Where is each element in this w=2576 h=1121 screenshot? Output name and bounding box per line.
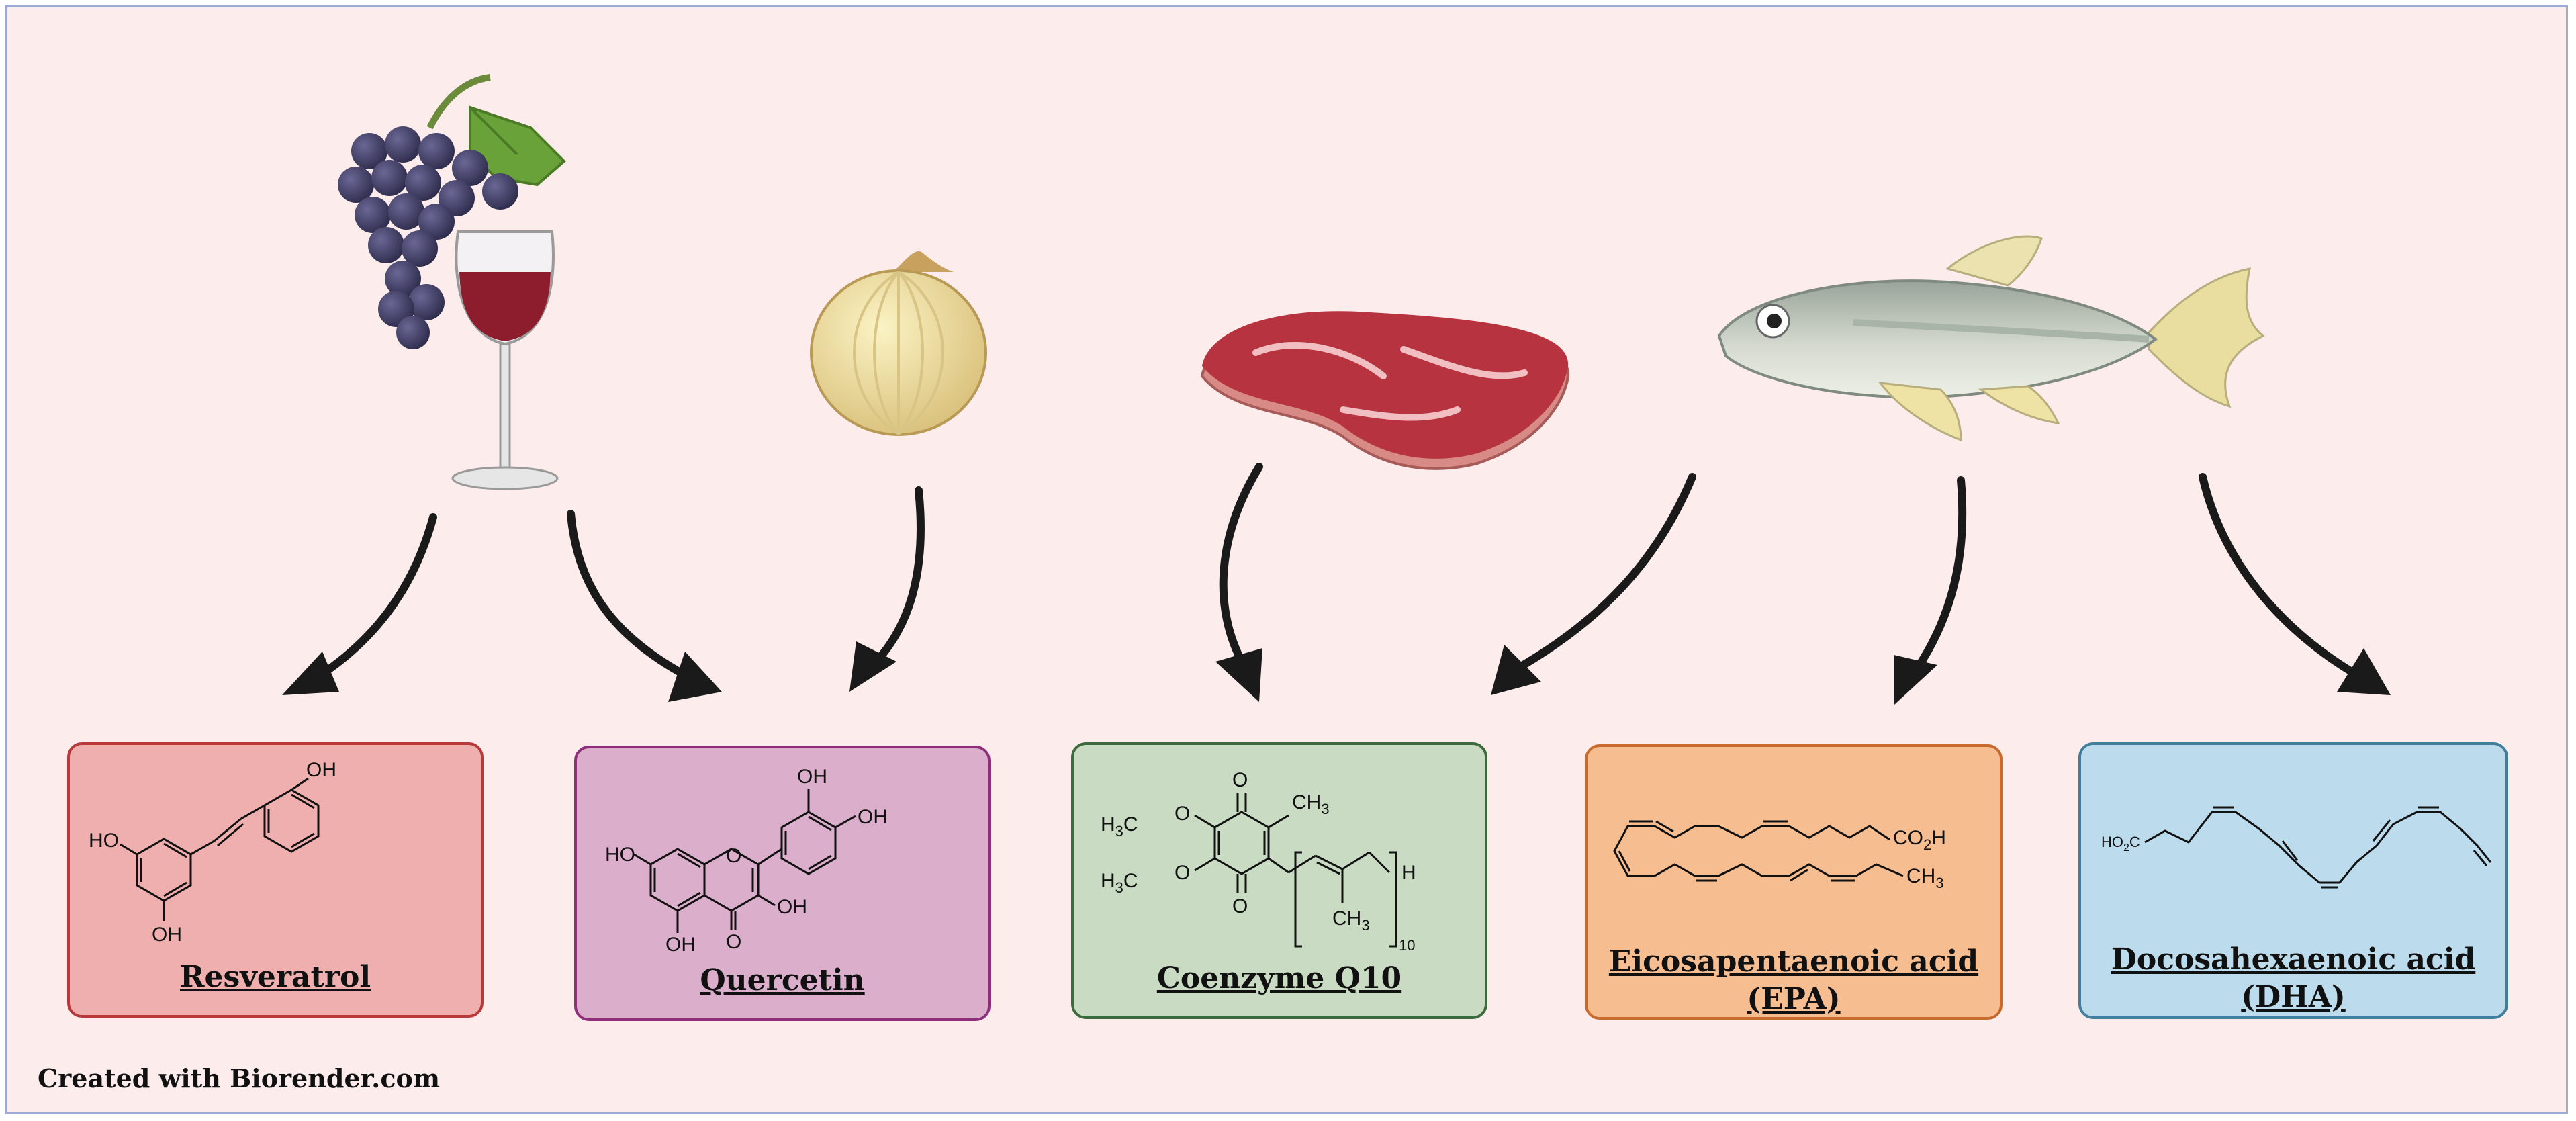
onion-icon [810,251,987,436]
arrowhead [2337,648,2391,695]
ho-label: HO [89,829,119,852]
repeat-count-label: 10 [1399,937,1415,954]
arrow-grape-to-resveratrol [312,513,437,682]
arrowhead [668,652,722,702]
arrowhead [1491,645,1541,695]
o-label: O [1175,803,1190,825]
arrowhead [849,641,896,692]
o-label: O [726,931,741,953]
fish-icon [1717,235,2265,442]
dha-abbreviation: (DHA) [2241,980,2346,1014]
arrow-steak-to-coq10 [1219,463,1263,672]
coenzyme-q10-box: O O O O H3C H3C CH3 CH3 10 H Coenzyme Q1… [1071,742,1487,1019]
ch3-label: CH3 [1292,791,1330,817]
oh-label: OH [665,934,696,956]
ch3-label: CH3 [1906,865,1944,891]
co2h-label: CO2H [1893,827,1946,853]
ch3-label: CH3 [1332,907,1370,934]
arrow-fish-to-coq10 [1514,473,1696,672]
arrow-fish-to-epa [1913,476,1967,672]
coenzyme-q10-label: Coenzyme Q10 [1156,961,1402,995]
dha-structure: HO2C [2101,806,2492,889]
o-label: O [1232,769,1248,791]
oh-label: OH [152,924,182,946]
arrowhead [1215,648,1262,702]
o-label: O [726,845,741,867]
h-label: H [1401,862,1416,884]
ho-label: HO [605,844,635,866]
oh-label: OH [777,896,807,918]
ho2c-label: HO2C [2101,834,2140,854]
grapes-and-red-wine-icon [338,74,566,490]
epa-structure: CO2H CH3 [1613,820,1946,891]
oh-label: OH [306,759,336,781]
epa-box: CO2H CH3 Eicosapentaenoic acid (EPA) [1585,744,2003,1020]
quercetin-box: HO O OH O OH OH OH Quercetin [574,746,991,1021]
dha-label: Docosahexaenoic acid [2111,942,2476,977]
oh-label: OH [797,766,827,788]
resveratrol-box: HO OH OH Resveratrol [67,742,484,1018]
arrow-fish-to-dha [2199,473,2361,679]
o-label: O [1232,895,1248,917]
arrowhead [282,652,339,695]
arrow-onion-to-quercetin [872,486,925,666]
resveratrol-label: Resveratrol [179,960,371,994]
arrow-grape-to-quercetin [567,510,689,679]
quercetin-structure: HO O OH O OH OH OH [605,766,888,956]
quercetin-label: Quercetin [700,963,865,997]
dha-box: HO2C Docosahexaenoic acid (DHA) [2078,742,2508,1019]
resveratrol-structure: HO OH OH [89,759,336,946]
arrowhead [1894,655,1937,705]
h3c-label: H3C [1101,813,1138,840]
epa-label: Eicosapentaenoic acid [1608,944,1979,979]
h3c-label: H3C [1101,870,1138,896]
oh-label: OH [858,806,888,828]
credit-text: Created with Biorender.com [38,1063,441,1093]
o-label: O [1175,862,1190,884]
coenzyme-q10-structure: O O O O H3C H3C CH3 CH3 10 H [1101,769,1416,954]
epa-abbreviation: (EPA) [1747,982,1841,1016]
steak-icon [1200,311,1570,470]
